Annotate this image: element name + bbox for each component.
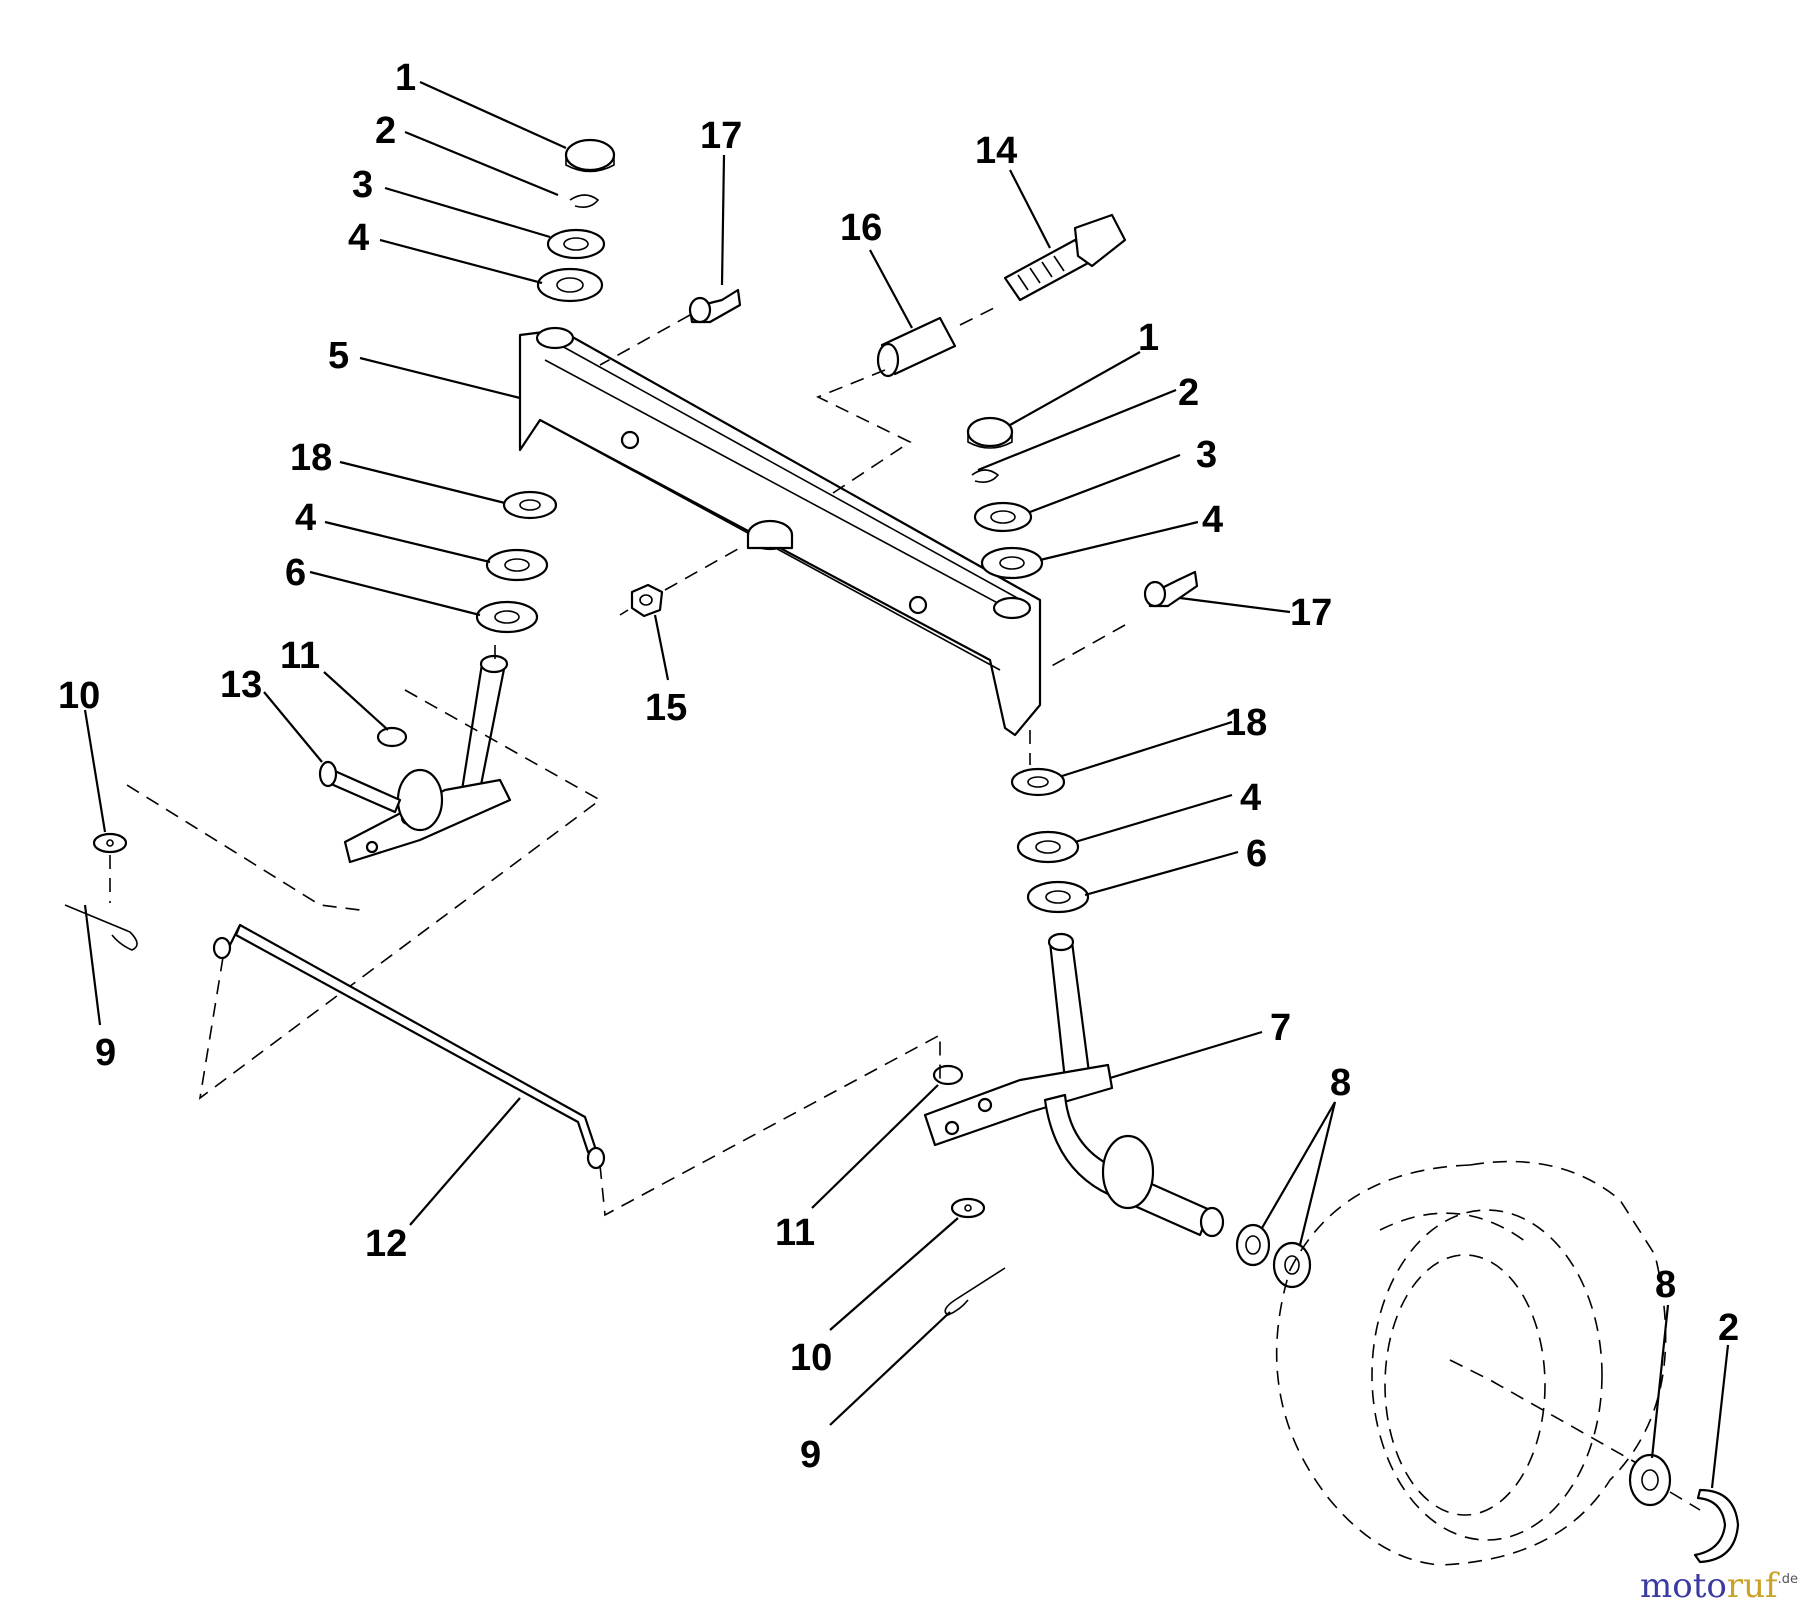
callout-labels: 1 2 3 4 5 18 4 6 11 13 10 9 17 16 14 1 2…: [58, 57, 1739, 1476]
callout-label: 6: [285, 552, 306, 594]
callout-label: 4: [348, 217, 369, 259]
bolt-14: [1003, 213, 1127, 302]
watermark-suffix: .de: [1778, 1572, 1798, 1587]
leader-lines: [83, 80, 1730, 1489]
callout-label: 12: [365, 1223, 407, 1265]
watermark-part1: moto: [1640, 1566, 1727, 1606]
left-upper-stack: [536, 138, 616, 303]
tie-rod-12: [212, 923, 941, 1217]
callout-label: 8: [1330, 1062, 1351, 1104]
spacer-16: [816, 304, 1001, 496]
watermark-part2: ruf: [1727, 1566, 1780, 1606]
callout-label: 3: [1196, 434, 1217, 476]
callout-label: 10: [58, 675, 100, 717]
right-upper-stack: [966, 416, 1044, 580]
callout-label: 2: [1178, 372, 1199, 414]
callout-label: 2: [1718, 1307, 1739, 1349]
callout-label: 7: [1270, 1007, 1291, 1049]
nut-15: [619, 544, 746, 618]
callout-label: 16: [840, 207, 882, 249]
callout-label: 3: [352, 164, 373, 206]
grease-fitting-17b: [1047, 570, 1199, 669]
front-axle-part-5: [518, 326, 1042, 737]
callout-label: 4: [1240, 777, 1261, 819]
callout-label: 9: [95, 1032, 116, 1074]
callout-label: 4: [295, 497, 316, 539]
callout-label: 14: [975, 130, 1017, 172]
callout-label: 9: [800, 1434, 821, 1476]
callout-label: 11: [775, 1212, 815, 1254]
svg-text:motoruf.de: motoruf.de: [1640, 1566, 1798, 1606]
callout-label: 8: [1655, 1264, 1676, 1306]
callout-label: 11: [280, 635, 320, 677]
callout-label: 13: [220, 664, 262, 706]
callout-label: 6: [1246, 833, 1267, 875]
callout-label: 4: [1202, 499, 1223, 541]
watermark-logo: motoruf.de: [1640, 1566, 1798, 1606]
callout-label: 5: [328, 335, 349, 377]
callout-label: 2: [375, 110, 396, 152]
callout-label: 1: [395, 57, 416, 99]
wheel-phantom: [1275, 1160, 1740, 1566]
callout-label: 10: [790, 1337, 832, 1379]
callout-label: 1: [1138, 317, 1159, 359]
grease-fitting-17a: [599, 288, 742, 366]
callout-label: 15: [645, 687, 687, 729]
left-phantom-lines: [109, 645, 602, 1100]
callout-label: 18: [1225, 702, 1267, 744]
callout-label: 17: [1290, 592, 1332, 634]
callout-label: 17: [700, 115, 742, 157]
left-lower-stack: [64, 490, 558, 951]
right-lower-stack: [923, 730, 1312, 1316]
callout-label: 18: [290, 437, 332, 479]
